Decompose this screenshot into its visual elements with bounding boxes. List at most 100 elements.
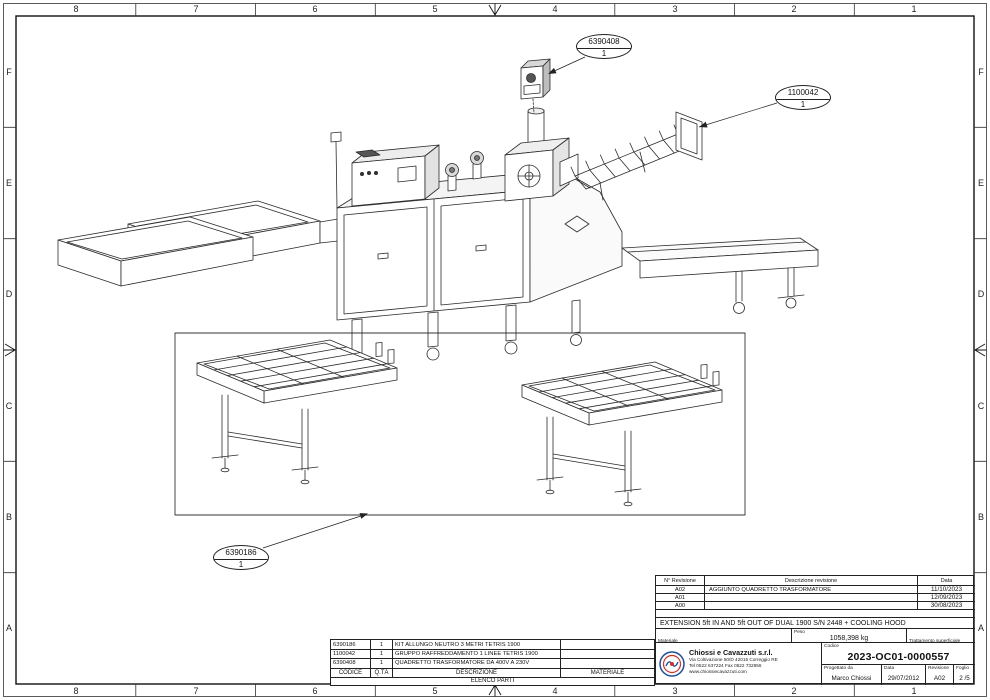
part-material	[561, 659, 654, 667]
part-code: 6390408	[331, 659, 371, 668]
title-block: N° Revisione Descrizione revisione Data …	[655, 575, 975, 685]
zone-row-label: D	[5, 289, 13, 299]
balloon-cooling: 1100042 1	[775, 85, 831, 110]
parts-row: 6390186 1 KIT ALLUNGO NEUTRO 3 METRI TET…	[331, 640, 654, 650]
leader-lines	[262, 56, 778, 549]
zone-row-label: F	[978, 67, 984, 77]
balloon-extension: 6390186 1	[213, 545, 269, 570]
parts-list-table: 6390186 1 KIT ALLUNGO NEUTRO 3 METRI TET…	[330, 639, 655, 686]
zone-row-label: C	[977, 401, 985, 411]
date-cell: Data 29/07/2012	[881, 664, 925, 685]
revision-date: 30/08/2023	[917, 601, 975, 609]
detail-extension-left	[196, 339, 398, 485]
zone-col-label: 8	[73, 4, 79, 14]
detail-extension-right	[521, 361, 723, 507]
zone-col-label: 4	[552, 686, 558, 696]
parts-row: 6390408 1 QUADRETTO TRASFORMATORE DA 400…	[331, 658, 654, 668]
zone-row-label: D	[977, 289, 985, 299]
zone-col-label: 1	[911, 686, 917, 696]
parts-list-title: ELENCO PARTI	[331, 676, 654, 685]
revision-label: Revisione	[928, 666, 950, 671]
zone-col-label: 6	[312, 4, 318, 14]
company-cell: Chiossi e Cavazzuti s.r.l. Via Coltivazi…	[656, 642, 821, 685]
revision-cell: Revisione A02	[925, 664, 953, 685]
weight-label: Peso	[794, 630, 805, 635]
sheet-label: Foglio	[956, 666, 970, 671]
revision-desc	[704, 593, 917, 601]
balloon-qty: 1	[238, 559, 244, 569]
revision-date: 11/10/2023	[917, 585, 975, 593]
revision-value: A02	[933, 674, 946, 682]
part-description: GRUPPO RAFFREDDAMENTO 1 LINEE TETRIS 190…	[393, 650, 561, 659]
zone-col-label: 7	[193, 686, 199, 696]
header-description: DESCRIZIONE	[393, 668, 561, 677]
zone-row-label: E	[5, 178, 13, 188]
zone-row-label: B	[977, 512, 985, 522]
revision-header-desc: Descrizione revisione	[704, 576, 917, 585]
zone-col-label: 3	[672, 686, 678, 696]
part-description: QUADRETTO TRASFORMATORE DA 400V A 230V	[393, 659, 561, 668]
zone-col-label: 6	[312, 686, 318, 696]
balloon-part-number: 6390408	[577, 35, 631, 49]
revision-rev: A02	[656, 585, 704, 593]
zone-col-label: 4	[552, 4, 558, 14]
zone-col-label: 3	[672, 4, 678, 14]
zone-col-label: 2	[791, 4, 797, 14]
zone-row-label: A	[5, 623, 13, 633]
zone-col-label: 7	[193, 4, 199, 14]
designer-cell: Progettato da Marco Chiossi	[821, 664, 881, 685]
part-qty: 1	[371, 659, 393, 668]
material-cell: Materiale	[656, 628, 791, 642]
part-code: 1100042	[331, 650, 371, 659]
designer-label: Progettato da	[824, 666, 853, 671]
zone-row-label: A	[977, 623, 985, 633]
company-phone: Tel 0522 637224 Fax 0522 732856	[689, 662, 762, 668]
sheet-value: 2 /5	[959, 674, 970, 682]
balloon-part-number: 1100042	[776, 86, 830, 100]
header-code: CODICE	[331, 668, 371, 677]
zone-col-label: 2	[791, 686, 797, 696]
part-code: 6390186	[331, 640, 371, 650]
part-description: KIT ALLUNGO NEUTRO 3 METRI TETRIS 1900	[393, 640, 561, 650]
balloon-qty: 1	[800, 99, 806, 109]
zone-col-label: 5	[432, 4, 438, 14]
zone-row-label: E	[977, 178, 985, 188]
balloon-part-number: 6390186	[214, 546, 268, 560]
zone-col-label: 5	[432, 686, 438, 696]
zone-row-label: B	[5, 512, 13, 522]
company-web: www.chiossiecavazzuti.com	[689, 668, 747, 674]
revision-date: 12/09/2023	[917, 593, 975, 601]
zone-row-label: F	[6, 67, 12, 77]
revision-header-rev: N° Revisione	[664, 577, 696, 584]
designer-value: Marco Chiossi	[831, 674, 872, 682]
revision-desc: AGGIUNTO QUADRETTO TRASFORMATORE	[704, 585, 917, 593]
surface-label: Trattamento superficiale	[909, 639, 961, 642]
part-qty: 1	[371, 640, 393, 650]
detail-view-box	[174, 332, 746, 516]
zone-row-label: C	[5, 401, 13, 411]
description-label-row: Descrizione	[656, 609, 975, 617]
weight-cell: Peso 1058,398 kg	[791, 628, 906, 642]
company-logo	[659, 651, 685, 677]
drawing-description: EXTENSION 5ft IN AND 5ft OUT OF DUAL 190…	[656, 617, 975, 628]
outfeed-conveyor	[621, 237, 819, 314]
date-label: Data	[884, 666, 895, 671]
machine-drawing	[57, 58, 819, 369]
header-qty: Q.TÀ	[371, 668, 393, 677]
company-name: Chiossi e Cavazzuti s.r.l.	[689, 648, 773, 657]
balloon-qty: 1	[601, 48, 607, 58]
code-label: Codice	[824, 644, 839, 649]
detail-view	[174, 332, 746, 516]
part-material	[561, 640, 654, 649]
weight-value: 1058,398 kg	[829, 635, 869, 642]
parts-row: 1100042 1 GRUPPO RAFFREDDAMENTO 1 LINEE …	[331, 649, 654, 659]
revision-rev: A01	[656, 593, 704, 601]
cooling-unit-drawing	[559, 111, 703, 201]
infeed-trays	[57, 200, 339, 287]
code-cell: Codice 2023-OC01-0000557	[821, 642, 975, 664]
balloon-transformer: 6390408 1	[576, 34, 632, 59]
surface-cell: Trattamento superficiale	[906, 628, 975, 642]
parts-header-row: CODICE Q.TÀ DESCRIZIONE MATERIALE	[331, 667, 654, 677]
